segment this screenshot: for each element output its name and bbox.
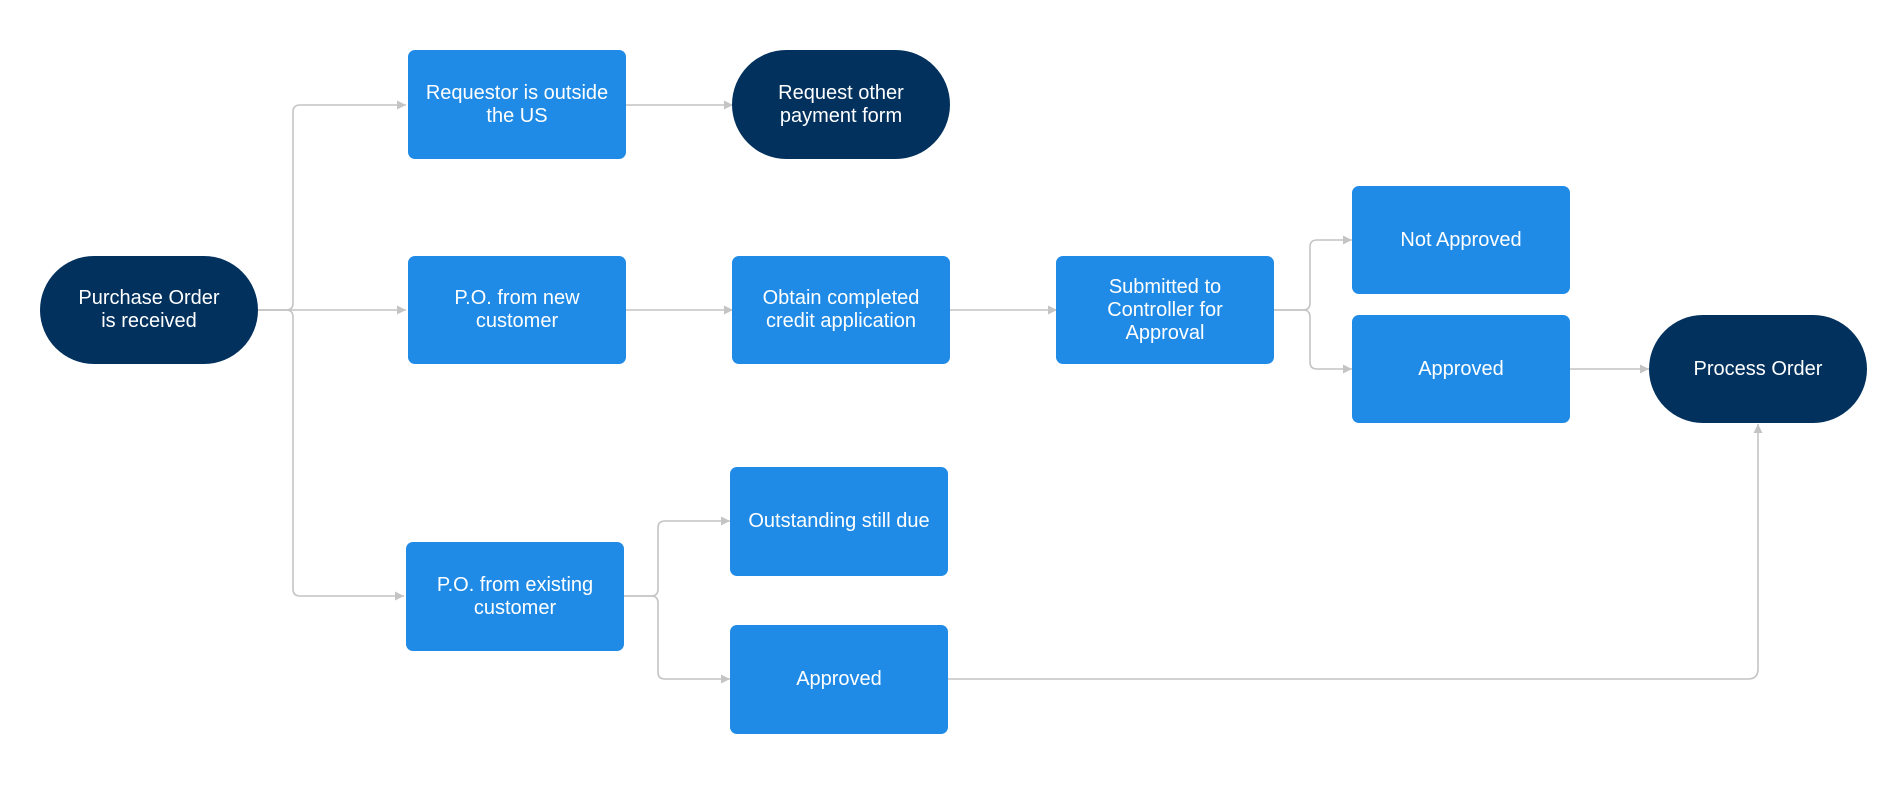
node-submitted-to-controller: Submitted to Controller for Approval (1056, 256, 1274, 364)
edge-purchase-order-to-po-existing (258, 309, 404, 601)
node-outstanding-still-due: Outstanding still due (730, 467, 948, 576)
edge-purchase-order-to-outside-us (258, 100, 406, 311)
node-request-other-payment-form: Request other payment form (732, 50, 950, 159)
node-requestor-outside-us: Requestor is outside the US (408, 50, 626, 159)
edge-approved-bottom-to-process-order (948, 424, 1763, 680)
node-po-from-existing-customer: P.O. from existing customer (406, 542, 624, 651)
edge-po-existing-to-approved-bottom (624, 595, 730, 684)
node-approved-bottom: Approved (730, 625, 948, 734)
node-not-approved: Not Approved (1352, 186, 1570, 294)
node-approved-top: Approved (1352, 315, 1570, 423)
node-purchase-order-received: Purchase Order is received (40, 256, 258, 364)
edge-submitted-to-not-approved (1274, 235, 1352, 311)
node-po-from-new-customer: P.O. from new customer (408, 256, 626, 364)
edge-submitted-to-approved-top (1274, 309, 1352, 374)
node-obtain-credit-application: Obtain completed credit application (732, 256, 950, 364)
edge-po-existing-to-outstanding (624, 516, 730, 597)
node-process-order: Process Order (1649, 315, 1867, 423)
